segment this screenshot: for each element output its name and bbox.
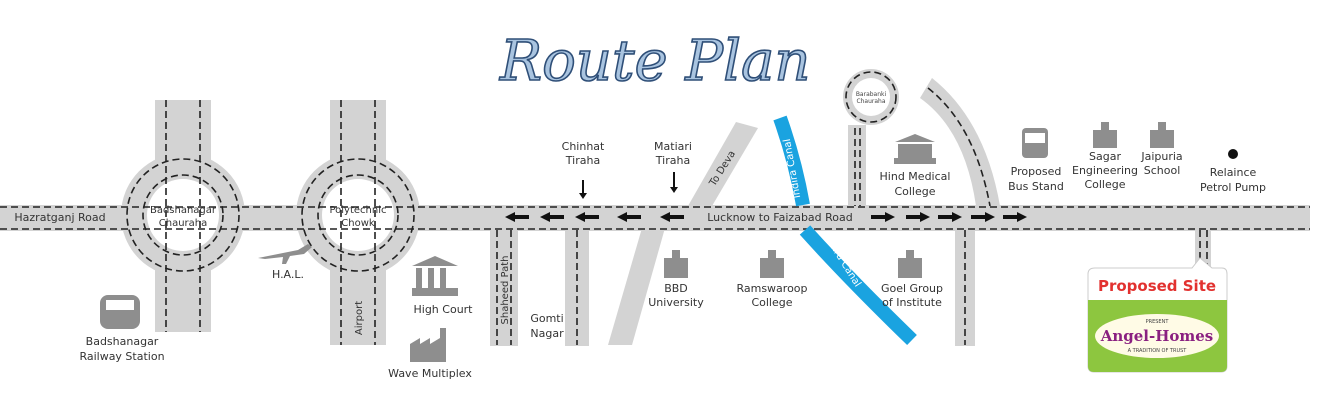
svg-text:Wave Multiplex: Wave Multiplex — [388, 367, 472, 380]
svg-text:H.A.L.: H.A.L. — [272, 268, 304, 281]
svg-text:High Court: High Court — [414, 303, 474, 316]
direction-arrows — [505, 172, 1027, 222]
shaheed-path-road — [490, 228, 518, 346]
school-building-icon — [1150, 122, 1174, 148]
map-title: Route Plan — [499, 29, 810, 94]
indira-canal-south — [799, 225, 917, 346]
barabanki-road — [848, 125, 866, 207]
roads — [0, 69, 1310, 346]
shaheed-path-label: Shaheed Path — [500, 256, 511, 325]
train-icon — [100, 295, 140, 329]
institute-building-icon — [898, 250, 922, 278]
indira-canal-north — [773, 115, 810, 207]
airport-label: Airport — [354, 301, 365, 335]
bus-icon — [1022, 128, 1048, 158]
brand-logo-oval — [1095, 314, 1219, 358]
engineering-college-icon — [1093, 122, 1117, 148]
hazratganj-road-label: Hazratganj Road — [14, 211, 105, 224]
medical-college-icon — [894, 134, 936, 164]
brand-tagline: A TRADITION OF TRUST — [1128, 348, 1188, 354]
brand-presents: PRESENT — [1146, 319, 1170, 325]
university-building-icon — [664, 250, 688, 278]
proposed-site-callout[interactable]: Proposed Site PRESENT Angel-Homes A TRAD… — [1087, 257, 1228, 373]
airplane-icon — [258, 244, 312, 264]
diagonal-road — [608, 228, 665, 345]
petrol-pump-marker-icon — [1228, 149, 1238, 159]
court-building-icon — [412, 256, 458, 296]
proposed-site-label: Proposed Site — [1098, 277, 1216, 295]
brand-logo: Angel-Homes — [1100, 327, 1214, 345]
main-road-label: Lucknow to Faizabad Road — [707, 211, 853, 224]
curved-road — [920, 78, 1000, 206]
factory-icon — [410, 328, 446, 362]
college-building-icon — [760, 250, 784, 278]
to-deva-road — [688, 122, 758, 206]
